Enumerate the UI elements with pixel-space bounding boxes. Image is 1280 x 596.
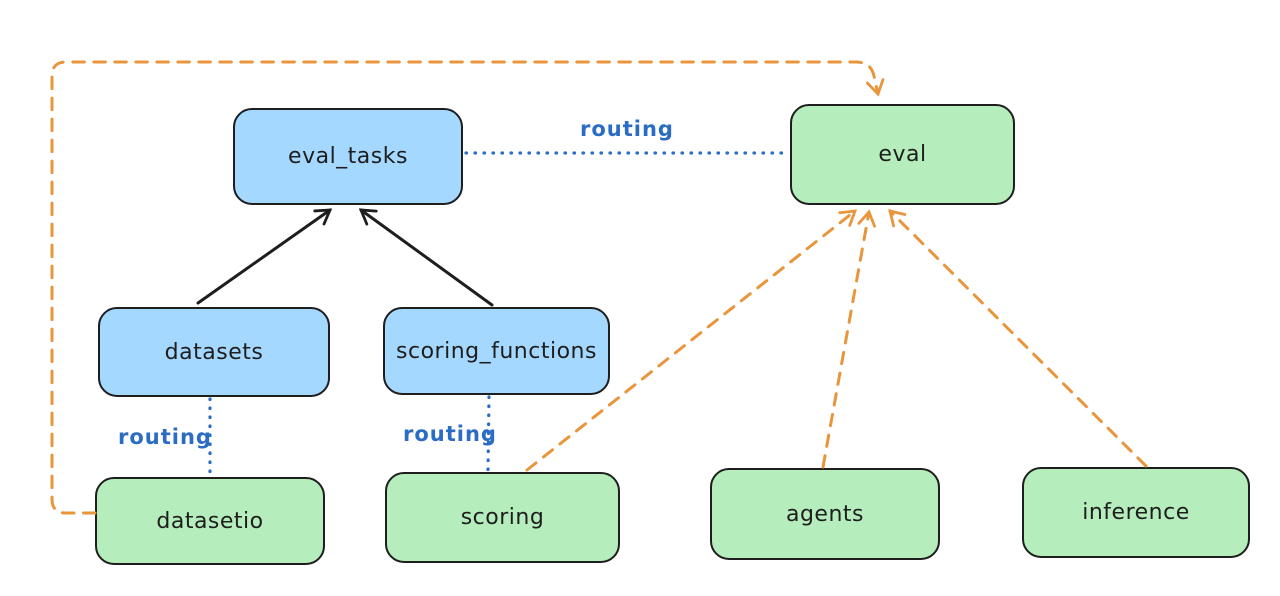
edge-inference-to-eval (888, 209, 1148, 468)
routing-label-scoring-functions-scoring: routing (403, 422, 497, 446)
node-eval-tasks-label: eval_tasks (288, 144, 408, 169)
edge-scoring-functions-to-eval-tasks (358, 208, 494, 307)
node-inference: inference (1022, 467, 1250, 558)
edge-agents-to-eval (821, 209, 876, 469)
node-datasetio-label: datasetio (156, 508, 264, 534)
node-scoring: scoring (385, 472, 620, 563)
node-scoring-functions: scoring_functions (383, 307, 610, 395)
node-eval-tasks: eval_tasks (233, 108, 463, 205)
node-scoring-functions-label: scoring_functions (396, 338, 597, 364)
node-datasetio: datasetio (95, 477, 325, 565)
edge-datasets-to-eval-tasks (196, 208, 333, 305)
node-agents-label: agents (785, 501, 864, 527)
node-inference-label: inference (1082, 500, 1190, 525)
node-scoring-label: scoring (460, 505, 545, 530)
node-agents: agents (710, 468, 940, 560)
routing-label-datasets-datasetio: routing (118, 425, 212, 449)
node-eval: eval (790, 104, 1015, 205)
node-eval-label: eval (878, 142, 927, 167)
node-datasets-label: datasets (164, 339, 264, 365)
routing-label-eval-tasks-eval: routing (580, 117, 674, 141)
node-datasets: datasets (98, 307, 330, 397)
